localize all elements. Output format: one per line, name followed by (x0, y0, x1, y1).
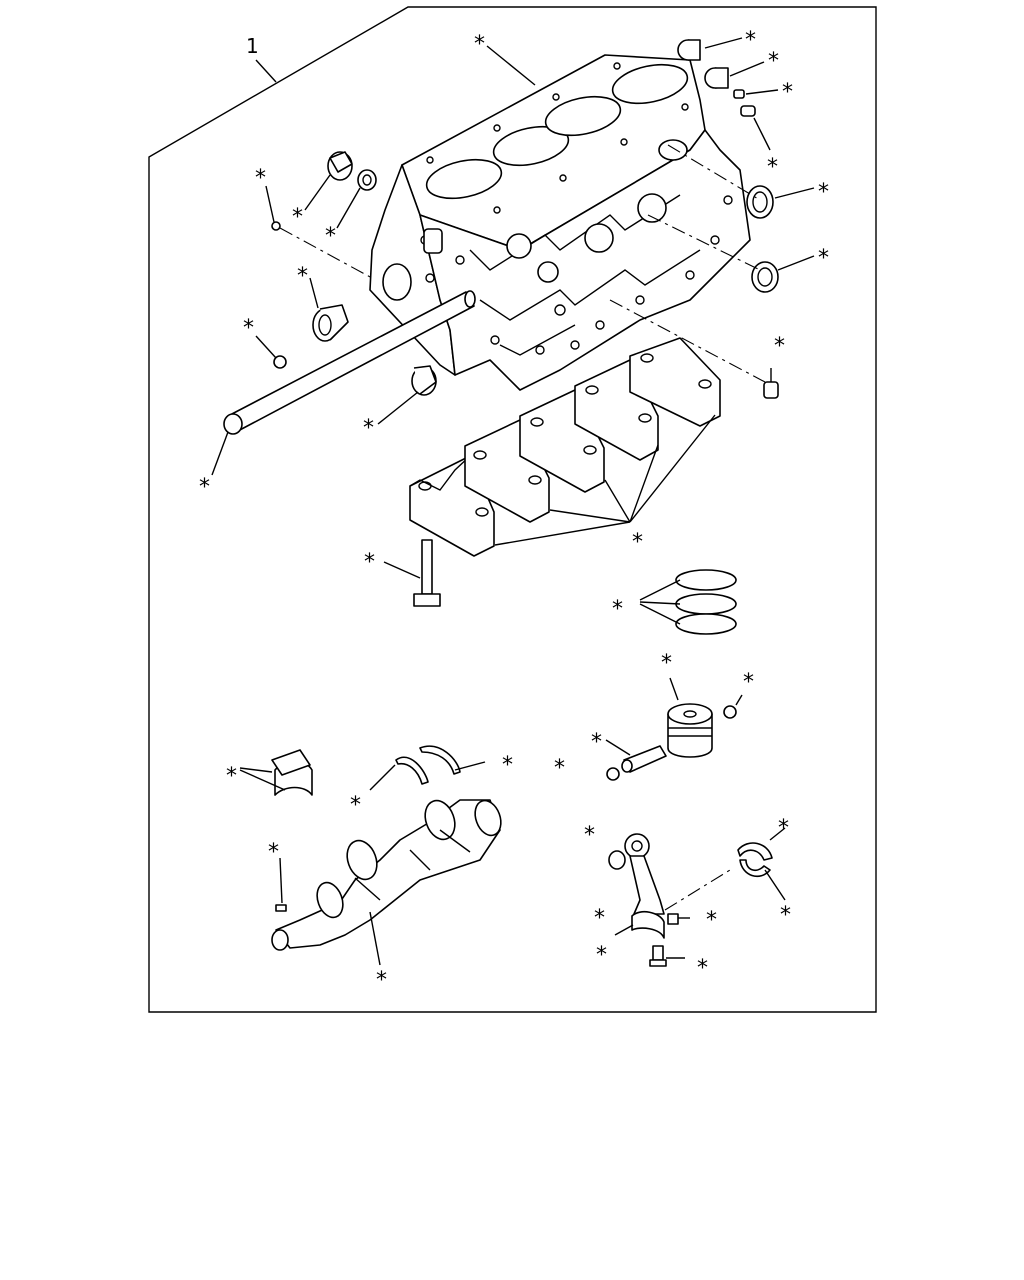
main-bearing-cap-5 (629, 337, 721, 427)
svg-text:⁎: ⁎ (632, 523, 643, 548)
thrust-washer-right (419, 745, 486, 775)
oil-jet-bolt (763, 368, 779, 399)
conrod-bush (608, 850, 626, 870)
crankshaft (271, 799, 502, 966)
main-bearing-shells (239, 749, 313, 796)
svg-text:⁎: ⁎ (778, 809, 789, 834)
dowel-2 (740, 105, 756, 117)
thrust-washer-left (369, 756, 429, 791)
piston-circlip-left (606, 767, 620, 781)
camshaft-bush-lower (411, 365, 437, 396)
expansion-plug-2 (704, 67, 729, 89)
assembly-frame (148, 6, 877, 1013)
oil-plug-left-bottom (273, 355, 287, 369)
expansion-plug-1 (677, 39, 701, 61)
main-bearing-caps (409, 337, 721, 557)
svg-text:⁎: ⁎ (364, 543, 375, 568)
svg-text:⁎: ⁎ (502, 746, 513, 771)
svg-text:⁎: ⁎ (780, 896, 791, 921)
svg-text:⁎: ⁎ (226, 757, 237, 782)
assembly-number-leader (255, 59, 277, 83)
svg-text:⁎: ⁎ (350, 786, 361, 811)
svg-text:⁎: ⁎ (706, 901, 717, 926)
conrod-cap (614, 910, 665, 939)
svg-text:⁎: ⁎ (594, 899, 605, 924)
svg-text:⁎: ⁎ (782, 73, 793, 98)
svg-text:⁎: ⁎ (363, 409, 374, 434)
main-cap-bolt (383, 539, 441, 607)
cylinder-block (369, 54, 751, 391)
crank-key (275, 857, 287, 912)
svg-text:⁎: ⁎ (554, 749, 565, 774)
callout-marks: ⁎ ⁎ ⁎ ⁎ ⁎ ⁎ ⁎ ⁎ ⁎ ⁎ ⁎ ⁎ ⁎ ⁎ ⁎ ⁎ ⁎ ⁎ ⁎ ⁎ … (199, 21, 829, 986)
svg-text:⁎: ⁎ (584, 816, 595, 841)
svg-text:⁎: ⁎ (612, 590, 623, 615)
oil-plug-left-top (271, 221, 281, 231)
conrod-bolt (649, 945, 685, 967)
svg-text:⁎: ⁎ (743, 663, 754, 688)
svg-text:⁎: ⁎ (591, 723, 602, 748)
svg-text:⁎: ⁎ (661, 644, 672, 669)
svg-text:⁎: ⁎ (818, 239, 829, 264)
seal-small (357, 169, 377, 191)
svg-text:⁎: ⁎ (774, 327, 785, 352)
assembly-number-label: 1 (246, 34, 259, 58)
conrod-bearing-shells (737, 827, 786, 901)
svg-text:⁎: ⁎ (474, 25, 485, 50)
alignment-line-1 (279, 227, 373, 279)
svg-text:⁎: ⁎ (697, 949, 708, 974)
camshaft-bush (312, 304, 349, 342)
svg-text:⁎: ⁎ (243, 309, 254, 334)
piston-rings (639, 569, 737, 635)
alignment-line-3 (647, 214, 761, 271)
dowel-1 (733, 89, 745, 99)
svg-text:⁎: ⁎ (818, 173, 829, 198)
rear-seal (746, 185, 774, 219)
piston-pin (605, 739, 667, 773)
alignment-line-5 (664, 869, 731, 911)
piston (667, 677, 713, 758)
svg-text:⁎: ⁎ (767, 148, 778, 173)
svg-text:⁎: ⁎ (596, 936, 607, 961)
svg-text:⁎: ⁎ (325, 217, 336, 242)
svg-text:⁎: ⁎ (292, 198, 303, 223)
alignment-line-4 (609, 299, 766, 383)
svg-text:⁎: ⁎ (768, 42, 779, 67)
camshaft-bush-front (327, 151, 353, 181)
camshaft-tube (223, 290, 476, 435)
callout-leaders (211, 37, 815, 476)
piston-circlip-right (723, 694, 743, 719)
front-seal (751, 261, 779, 293)
svg-text:⁎: ⁎ (297, 257, 308, 282)
svg-text:⁎: ⁎ (268, 833, 279, 858)
connecting-rod (624, 833, 665, 915)
svg-text:⁎: ⁎ (745, 21, 756, 46)
alignment-line-2 (667, 144, 761, 201)
svg-text:⁎: ⁎ (376, 961, 387, 986)
svg-text:⁎: ⁎ (255, 159, 266, 184)
conrod-dowel (667, 913, 690, 925)
svg-text:⁎: ⁎ (199, 468, 210, 493)
